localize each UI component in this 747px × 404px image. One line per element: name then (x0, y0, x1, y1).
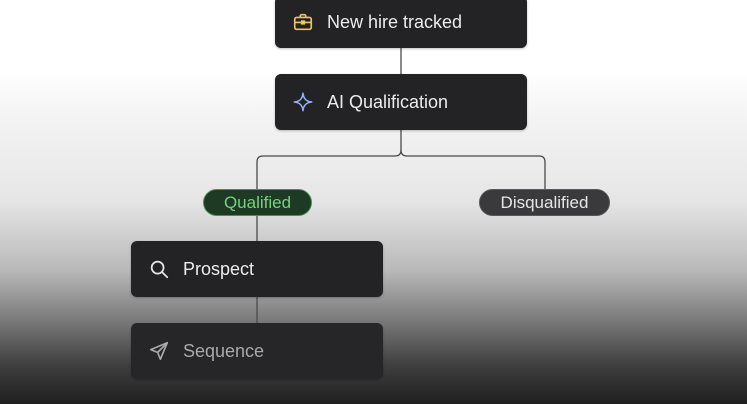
trigger-node-label: New hire tracked (327, 11, 463, 32)
sequence-node[interactable]: Sequence (131, 323, 383, 379)
trigger-node-new-hire-tracked[interactable]: New hire tracked (275, 0, 527, 48)
prospect-label: Prospect (183, 258, 255, 279)
ai-qualification-node[interactable]: AI Qualification (275, 74, 527, 130)
connector-ai-to-disqualified (400, 149, 546, 189)
briefcase-icon (292, 11, 314, 33)
send-icon (148, 340, 170, 362)
branch-disqualified-label: Disqualified (500, 192, 589, 212)
search-icon (148, 258, 170, 280)
prospect-node[interactable]: Prospect (131, 241, 383, 297)
branch-qualified-badge[interactable]: Qualified (203, 189, 312, 216)
connector-ai-stem (256, 130, 402, 189)
sparkle-icon (292, 91, 314, 113)
branch-disqualified-badge[interactable]: Disqualified (479, 189, 610, 216)
branch-qualified-label: Qualified (223, 192, 292, 212)
sequence-label: Sequence (183, 340, 265, 361)
ai-qualification-label: AI Qualification (327, 91, 449, 112)
